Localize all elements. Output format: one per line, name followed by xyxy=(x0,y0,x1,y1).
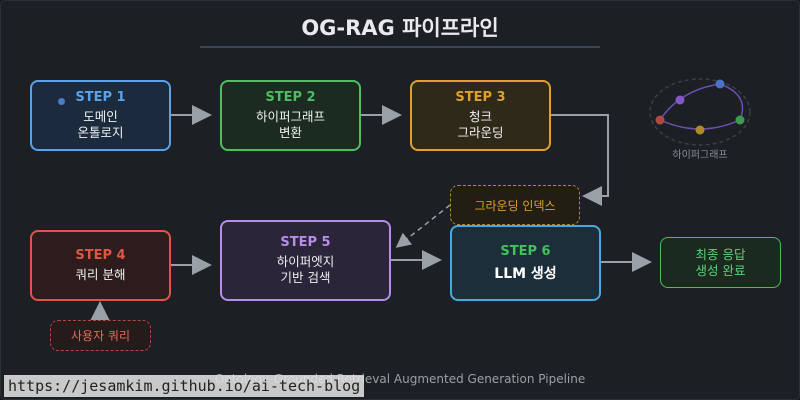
step6-line1: LLM 생성 xyxy=(494,265,557,282)
step1-box: STEP 1 도메인 온톨로지 xyxy=(30,80,171,151)
grounding-index-box: 그라운딩 인덱스 xyxy=(450,185,580,225)
source-url: https://jesamkim.github.io/ai-tech-blog xyxy=(4,375,365,397)
step4-box: STEP 4 쿼리 분해 xyxy=(30,230,171,301)
final-line1: 최종 응답 xyxy=(695,246,746,262)
step3-label: STEP 3 xyxy=(455,90,506,105)
final-line2: 생성 완료 xyxy=(695,262,746,278)
dot-icon xyxy=(58,98,65,105)
user-query-label: 사용자 쿼리 xyxy=(70,329,130,343)
hypergraph-icon xyxy=(649,78,751,146)
step2-line2: 변환 xyxy=(278,125,302,140)
diagram-title: OG-RAG 파이프라인 xyxy=(301,16,499,40)
arrow-index-to-step5 xyxy=(395,204,451,248)
step2-box: STEP 2 하이퍼그래프 변환 xyxy=(220,80,361,151)
step6-box: STEP 6 LLM 생성 xyxy=(450,225,601,301)
step1-line2: 온톨로지 xyxy=(77,125,124,140)
step3-line2: 그라운딩 xyxy=(457,125,504,140)
final-box: 최종 응답 생성 완료 xyxy=(660,237,781,288)
step5-box: STEP 5 하이퍼엣지 기반 검색 xyxy=(220,220,391,301)
step1-line1: 도메인 xyxy=(83,109,118,124)
hypergraph-label: 하이퍼그래프 xyxy=(672,150,728,161)
grounding-index-label: 그라운딩 인덱스 xyxy=(474,198,556,213)
step2-label: STEP 2 xyxy=(265,90,316,105)
step5-line1: 하이퍼엣지 xyxy=(276,254,335,269)
step5-label: STEP 5 xyxy=(280,235,331,250)
step6-label: STEP 6 xyxy=(500,243,551,259)
user-query-box: 사용자 쿼리 xyxy=(50,320,151,351)
step2-line1: 하이퍼그래프 xyxy=(255,109,325,124)
step1-label: STEP 1 xyxy=(75,90,126,105)
arrow-step3-to-index xyxy=(550,114,609,206)
step5-line2: 기반 검색 xyxy=(280,270,331,285)
step3-box: STEP 3 청크 그라운딩 xyxy=(410,80,551,151)
step3-line1: 청크 xyxy=(468,109,492,124)
step4-label: STEP 4 xyxy=(75,248,126,263)
step4-line1: 쿼리 분해 xyxy=(75,267,126,282)
title-underline xyxy=(200,46,600,48)
